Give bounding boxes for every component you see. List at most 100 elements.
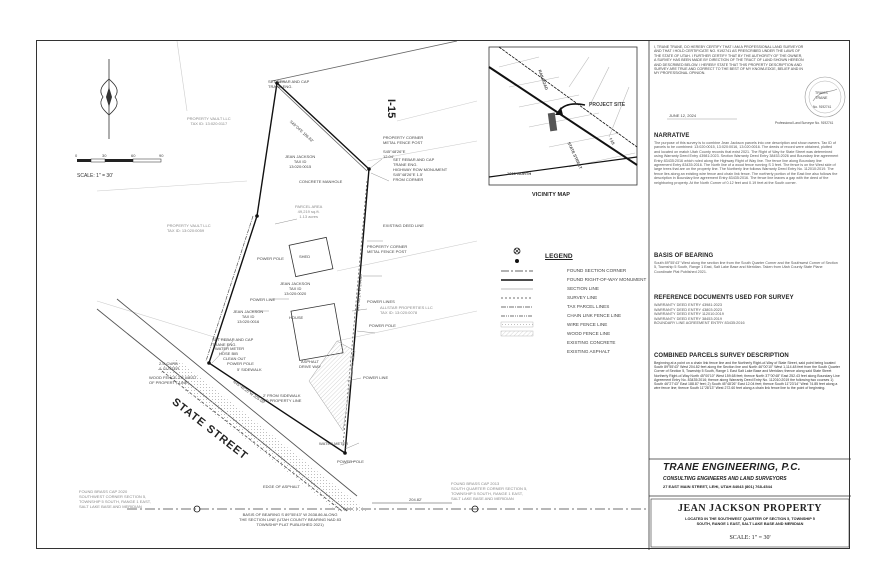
label-set-rebar-left: SET REBAR AND CAP TRANE ENG. xyxy=(212,337,254,347)
basis-title: BASIS OF BEARING xyxy=(654,253,714,259)
label-house: HOUSE xyxy=(289,315,304,320)
label-wood-fence: WOOD FENCE 2.0' WEST OF PROPERTY LINE xyxy=(149,375,197,385)
scale-tick-60: 60 xyxy=(131,153,136,158)
label-dimension: 204.82' xyxy=(409,497,422,502)
label-hose-bib: HOSE BIB xyxy=(219,351,238,356)
leader-lines xyxy=(211,80,390,466)
certificate-date: JUNE 12, 2024 xyxy=(669,113,697,118)
label-power-line-2: POWER LINE xyxy=(363,375,389,380)
highway-right-of-way xyxy=(271,41,458,172)
label-water-meter-2: WATER METER xyxy=(319,441,349,446)
vicinity-title: VICINITY MAP xyxy=(532,192,571,198)
label-power-lines: POWER LINES xyxy=(367,299,395,304)
scale-text: SCALE: 1" = 30' xyxy=(77,173,113,179)
scale-tick-30: 30 xyxy=(102,153,107,158)
survey-boundary xyxy=(208,81,370,455)
legend-item-0: FOUND SECTION CORNER xyxy=(567,268,627,273)
label-row-monument: HIGHWAY ROW MONUMENT S45°48'26"E 1.5' FR… xyxy=(393,167,448,182)
legend-item-1: FOUND RIGHT-OF-WAY MONUMENT xyxy=(567,277,647,282)
label-highway: I-15 xyxy=(385,99,397,119)
label-found-brass-cap-right: FOUND BRASS CAP 2013 SOUTH QUARTER CORNE… xyxy=(451,481,528,501)
label-power-line-1: POWER LINE xyxy=(250,297,276,302)
ref-item-4: BOUNDARY LINE AGREEMENT ENTRY 83435:2016 xyxy=(654,321,745,326)
seal-name: TRAVIS TRANE xyxy=(815,91,828,100)
combined-title: COMBINED PARCELS SURVEY DESCRIPTION xyxy=(654,353,789,359)
ref-item-3: WARRANTY DEED ENTRY 38453:2019 xyxy=(654,316,723,321)
label-basis-of-bearing-note: BASIS OF BEARING S 89°55'43" W 2638.86 A… xyxy=(239,512,342,527)
legend-item-6: WIRE FENCE LINE xyxy=(567,322,608,327)
label-found-brass-cap-left: FOUND BRASS CAP 2020 SOUTHWEST CORNER SE… xyxy=(79,489,151,509)
label-property-corner-1: PROPERTY CORNER METAL FENCE POST xyxy=(383,135,424,145)
label-edge-asphalt: EDGE OF ASPHALT xyxy=(263,484,300,489)
label-existing-deed-line: EXISTING DEED LINE xyxy=(383,223,424,228)
vicinity-street-name: 1600 NORTH xyxy=(507,171,532,176)
narrative-body: The purpose of this survey is to combine… xyxy=(654,141,839,185)
basis-body: South 89°55'43" West along the section l… xyxy=(654,261,838,274)
combined-body: Beginning at a point on a chain link fen… xyxy=(654,361,841,391)
label-bearing-small: S45°48'26"E 12.04' xyxy=(383,149,406,159)
label-set-rebar-top: SET REBAR AND CAP TRANE ENG. xyxy=(268,79,310,89)
label-asphalt-drive: ASPHALT DRIVE WAY xyxy=(299,359,322,369)
label-water-meter-1: WATER METER xyxy=(215,346,245,351)
vicinity-map xyxy=(488,46,638,186)
house-outline xyxy=(290,303,344,361)
legend-item-3: SURVEY LINE xyxy=(567,295,598,300)
ref-item-2: WARRANTY DEED ENTRY 112010:2019 xyxy=(654,312,724,317)
scale-tick-90: 90 xyxy=(159,153,164,158)
legend-title: LEGEND xyxy=(545,253,573,260)
title-block-rules xyxy=(649,458,851,497)
label-sidewalk-5: 5' SIDEWALK xyxy=(237,367,262,372)
project-location: LOCATED IN THE SOUTHWEST QUARTER OF SECT… xyxy=(685,517,815,526)
label-parcel-area: PARCEL AREA 49,219 sq.ft. 1.13 acres xyxy=(295,204,323,219)
wood-fence-line xyxy=(205,215,254,362)
seal-number: No. 9192741 xyxy=(813,105,832,109)
narrative-title: NARRATIVE xyxy=(654,133,690,139)
label-property-vault-2: PROPERTY VAULT LLC TAX ID: 13:020:0059 xyxy=(167,223,211,233)
company-subtitle: CONSULTING ENGINEERS AND LAND SURVEYORS xyxy=(663,476,787,482)
project-scale: SCALE: 1" = 30' xyxy=(729,535,771,541)
legend-item-8: EXISTING CONCRETE xyxy=(567,340,616,345)
legend-item-7: WOOD FENCE LINE xyxy=(567,331,611,336)
north-arrow-icon xyxy=(100,59,118,139)
legend-list: FOUND SECTION CORNER FOUND RIGHT-OF-WAY … xyxy=(567,266,646,356)
project-title: JEAN JACKSON PROPERTY xyxy=(677,503,823,514)
legend-item-2: SECTION LINE xyxy=(567,286,599,291)
sidewalk-concrete xyxy=(157,359,367,511)
label-allstar: ALLSTAR PROPERTIES LLC TAX ID: 13:020:00… xyxy=(380,305,433,315)
surveyor-certificate: I, TRANE TRANE, DO HEREBY CERTIFY THAT I… xyxy=(654,45,804,76)
legend-symbols xyxy=(500,247,534,337)
legend-item-9: EXISTING ASPHALT xyxy=(567,349,611,354)
company-address: 27 EAST MAIN STREET, LEHI, UTAH 84043 (8… xyxy=(663,484,773,489)
legend-item-4: TAX PARCEL LINES xyxy=(567,304,610,309)
label-property-vault-1: PROPERTY VAULT LLC TAX ID: 13:020:0117 xyxy=(187,116,231,126)
asphalt-driveway xyxy=(308,340,356,432)
label-power-pole-3: POWER POLE xyxy=(227,361,254,366)
refs-list: WARRANTY DEED ENTRY 43981:2023 WARRANTY … xyxy=(654,303,745,326)
label-power-pole-1: POWER POLE xyxy=(257,256,284,261)
scale-bar xyxy=(77,158,162,163)
label-power-pole-4: POWER POLE xyxy=(337,459,364,464)
shed-outline xyxy=(288,236,334,278)
label-jean-jackson-tax-1: JEAN JACKSON TAX ID 13:020:0015 xyxy=(285,154,316,169)
label-concrete-manhole: CONCRETE MANHOLE xyxy=(299,179,343,184)
refs-title: REFERENCE DOCUMENTS USED FOR SURVEY xyxy=(654,295,794,301)
project-title-box xyxy=(650,498,850,548)
label-shed: SHED xyxy=(299,254,311,259)
label-property-corner-2: PROPERTY CORNER METAL FENCE POST xyxy=(367,244,408,254)
ref-item-1: WARRANTY DEED ENTRY 43803:2023 xyxy=(654,307,723,312)
label-set-rebar-mid: SET REBAR AND CAP TRANE ENG. xyxy=(393,157,435,167)
vicinity-project-site: PROJECT SITE xyxy=(589,102,626,108)
plat-drawing xyxy=(77,41,851,550)
ref-item-0: WARRANTY DEED ENTRY 43981:2023 xyxy=(654,303,723,307)
label-jean-jackson-tax-2: JEAN JACKSON TAX ID 13:020:0020 xyxy=(280,281,311,296)
label-power-pole-2: POWER POLE xyxy=(369,323,396,328)
label-clean-out: CLEAN OUT xyxy=(223,356,246,361)
label-from-sidewalk: 2' FROM SIDEWALK TO PROPERTY LINE xyxy=(263,393,302,403)
label-jean-jackson-tax-3: JEAN JACKSON TAX ID 13:020:0016 xyxy=(233,309,264,324)
label-curb-gutter: 2.5' CURB & GUTTER xyxy=(159,361,180,371)
company-name: TRANE ENGINEERING, P.C. xyxy=(663,462,801,473)
survey-sheet: SET REBAR AND CAP TRANE ENG. S49°04'E 18… xyxy=(36,40,851,550)
scale-tick-0: 0 xyxy=(75,153,78,158)
project-site-marker xyxy=(547,112,558,132)
legend-item-5: CHAIN LINK FENCE LINE xyxy=(567,313,622,318)
